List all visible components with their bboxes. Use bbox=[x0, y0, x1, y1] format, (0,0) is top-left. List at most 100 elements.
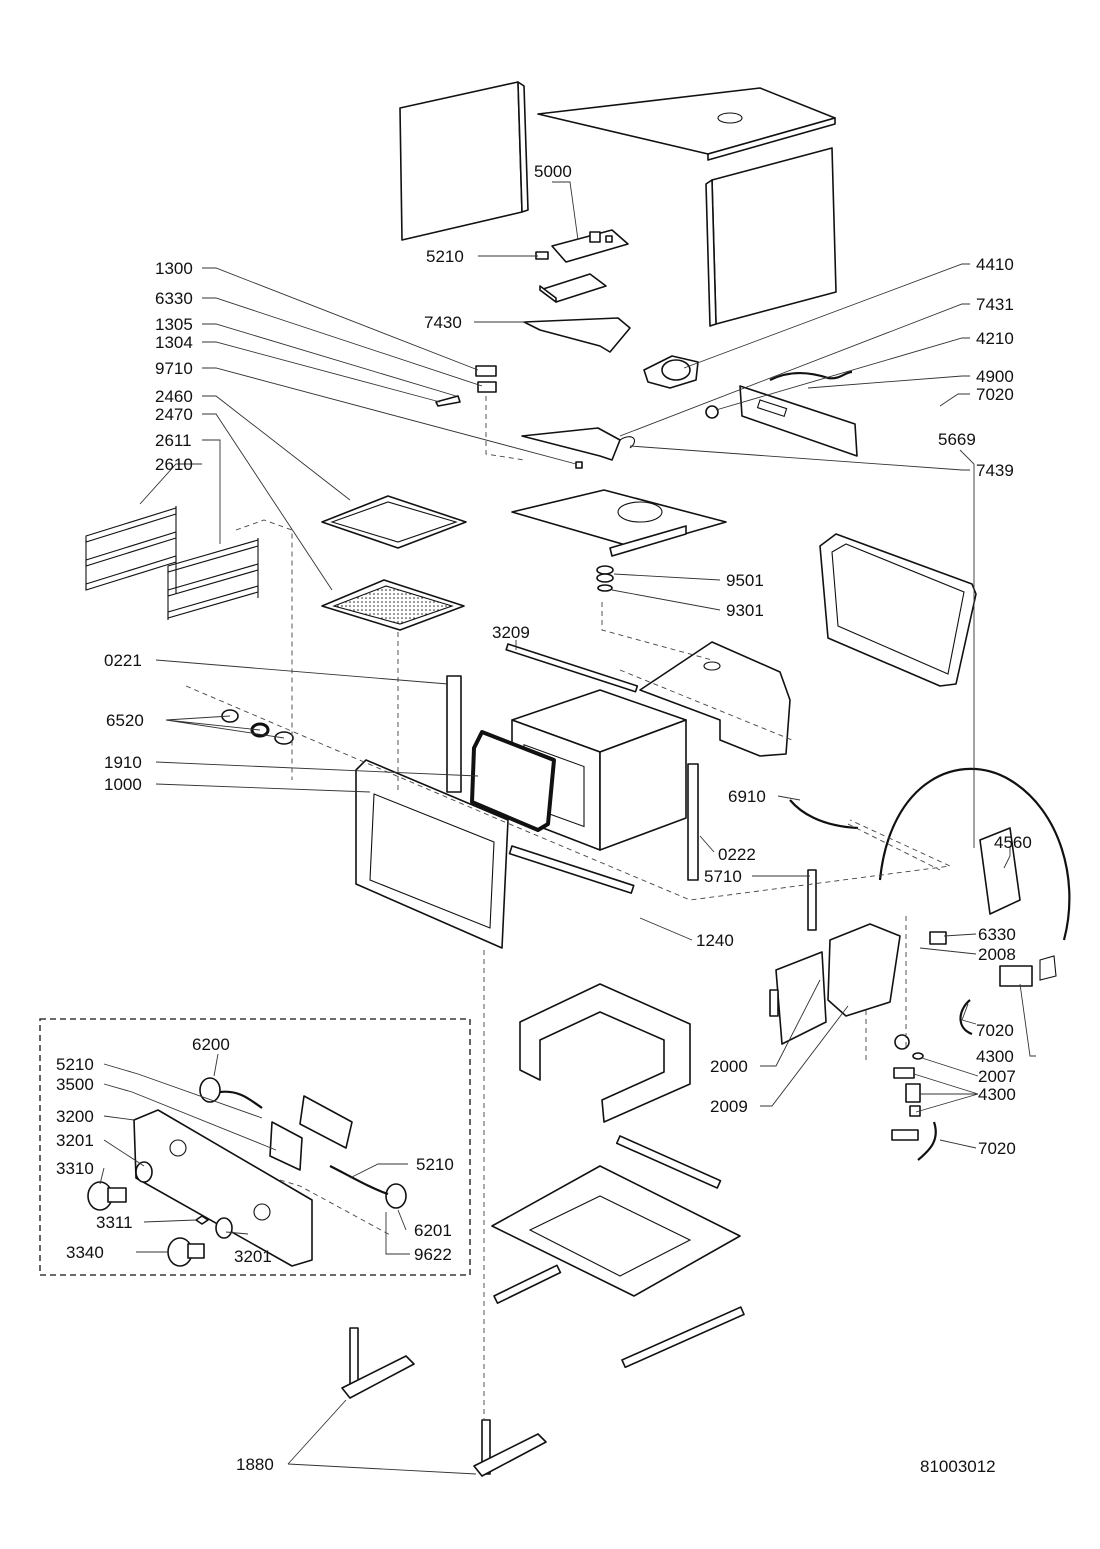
callout-5210: 5210 bbox=[426, 247, 464, 266]
callout-4210: 4210 bbox=[976, 329, 1014, 348]
knob-bezel-right bbox=[215, 1217, 233, 1239]
relay bbox=[477, 381, 497, 393]
callout-1305: 1305 bbox=[155, 315, 193, 334]
hose bbox=[878, 767, 1071, 941]
left-side-panel bbox=[399, 81, 529, 241]
cavity-top-plate bbox=[511, 489, 727, 557]
air-duct bbox=[523, 317, 631, 353]
callout-1910: 1910 bbox=[104, 753, 142, 772]
callout-7431: 7431 bbox=[976, 295, 1014, 314]
mains-cable bbox=[769, 370, 853, 381]
terminal-bracket bbox=[739, 385, 858, 457]
callout-5210-b: 5210 bbox=[56, 1055, 94, 1074]
callout-9622: 9622 bbox=[414, 1245, 452, 1264]
callout-4900: 4900 bbox=[976, 367, 1014, 386]
callout-2009: 2009 bbox=[710, 1097, 748, 1116]
callout-1000: 1000 bbox=[104, 775, 142, 794]
short-hose bbox=[959, 999, 973, 1036]
callout-6520: 6520 bbox=[106, 711, 144, 730]
callout-2007: 2007 bbox=[978, 1067, 1016, 1086]
callout-1304: 1304 bbox=[155, 333, 193, 352]
callout-3500: 3500 bbox=[56, 1075, 94, 1094]
callout-6330: 6330 bbox=[155, 289, 193, 308]
oven-cavity bbox=[511, 689, 687, 851]
top-cover-panel bbox=[537, 87, 836, 161]
callout-1880: 1880 bbox=[236, 1455, 274, 1474]
pressure-switch bbox=[999, 955, 1057, 987]
front-rail-left bbox=[493, 1264, 562, 1304]
callout-1240: 1240 bbox=[696, 931, 734, 950]
drain-hose bbox=[917, 1121, 937, 1161]
callout-3201-b: 3201 bbox=[234, 1247, 272, 1266]
callout-3311: 3311 bbox=[96, 1213, 133, 1232]
callout-2610: 2610 bbox=[155, 455, 193, 474]
left-shelf-guide bbox=[85, 506, 177, 594]
callout-6910: 6910 bbox=[728, 787, 766, 806]
transformer bbox=[769, 951, 827, 1045]
callout-3310: 3310 bbox=[56, 1159, 94, 1178]
foot-right bbox=[473, 1419, 547, 1477]
clip-set bbox=[891, 1034, 924, 1141]
callout-2008: 2008 bbox=[978, 945, 1016, 964]
glass-lamp-lens bbox=[596, 565, 614, 592]
front-trim-strip bbox=[505, 643, 639, 693]
electronic-board bbox=[551, 229, 629, 263]
callout-3200: 3200 bbox=[56, 1107, 94, 1126]
callout-6200: 6200 bbox=[192, 1035, 230, 1054]
callout-6330-b: 6330 bbox=[978, 925, 1016, 944]
callout-5669: 5669 bbox=[938, 430, 976, 449]
callout-3201: 3201 bbox=[56, 1131, 94, 1150]
right-side-panel bbox=[705, 147, 837, 327]
base-support bbox=[519, 983, 691, 1123]
callout-9710: 9710 bbox=[155, 359, 193, 378]
door-bottom-rail bbox=[508, 845, 635, 894]
baking-tray bbox=[321, 495, 467, 549]
spring-3311 bbox=[195, 1215, 209, 1225]
leader-lines bbox=[99, 181, 1036, 1475]
callout-4560: 4560 bbox=[994, 833, 1032, 852]
callout-7020-b: 7020 bbox=[976, 1021, 1014, 1040]
drawing-number: 81003012 bbox=[920, 1457, 996, 1476]
callout-7020-c: 7020 bbox=[978, 1139, 1016, 1158]
callout-6201: 6201 bbox=[414, 1221, 452, 1240]
knob-3340 bbox=[167, 1237, 205, 1267]
screw-thermal-fuse bbox=[435, 395, 461, 407]
control-panel bbox=[133, 1109, 313, 1267]
board-tray bbox=[539, 273, 607, 303]
control-panel-inset-frame bbox=[39, 1018, 471, 1276]
callout-0222: 0222 bbox=[718, 845, 756, 864]
right-hinge-bracket bbox=[687, 763, 699, 881]
foot-left bbox=[341, 1327, 415, 1399]
front-rail-right bbox=[621, 1306, 745, 1369]
small-pin bbox=[575, 461, 583, 469]
callout-2460: 2460 bbox=[155, 387, 193, 406]
heat-shield bbox=[521, 427, 621, 461]
knob-3310 bbox=[87, 1181, 127, 1211]
callout-4410: 4410 bbox=[976, 255, 1014, 274]
callout-7430: 7430 bbox=[424, 313, 462, 332]
callout-2611: 2611 bbox=[155, 431, 192, 450]
display-module bbox=[269, 1095, 353, 1171]
callout-0221: 0221 bbox=[104, 651, 142, 670]
callout-4300: 4300 bbox=[976, 1047, 1014, 1066]
callout-3340: 3340 bbox=[66, 1243, 104, 1262]
callout-9501: 9501 bbox=[726, 571, 764, 590]
switch-6330 bbox=[929, 931, 947, 945]
fan-motor bbox=[643, 355, 699, 389]
door-seal bbox=[470, 730, 556, 832]
callout-5710: 5710 bbox=[704, 867, 742, 886]
thermal-probe-5710 bbox=[807, 869, 817, 931]
door-switch bbox=[475, 365, 497, 377]
callout-5210-c: 5210 bbox=[416, 1155, 454, 1174]
callout-3209: 3209 bbox=[492, 623, 530, 642]
left-hinge-bracket bbox=[446, 675, 462, 793]
right-shelf-guide bbox=[167, 538, 259, 620]
callout-7020: 7020 bbox=[976, 385, 1014, 404]
drip-tray bbox=[819, 533, 977, 687]
thermostat-knob-small bbox=[705, 405, 719, 419]
probe-6910 bbox=[789, 799, 859, 830]
callout-2000: 2000 bbox=[710, 1057, 748, 1076]
callout-9301: 9301 bbox=[726, 601, 764, 620]
lamp-holder-6200 bbox=[199, 1077, 263, 1109]
